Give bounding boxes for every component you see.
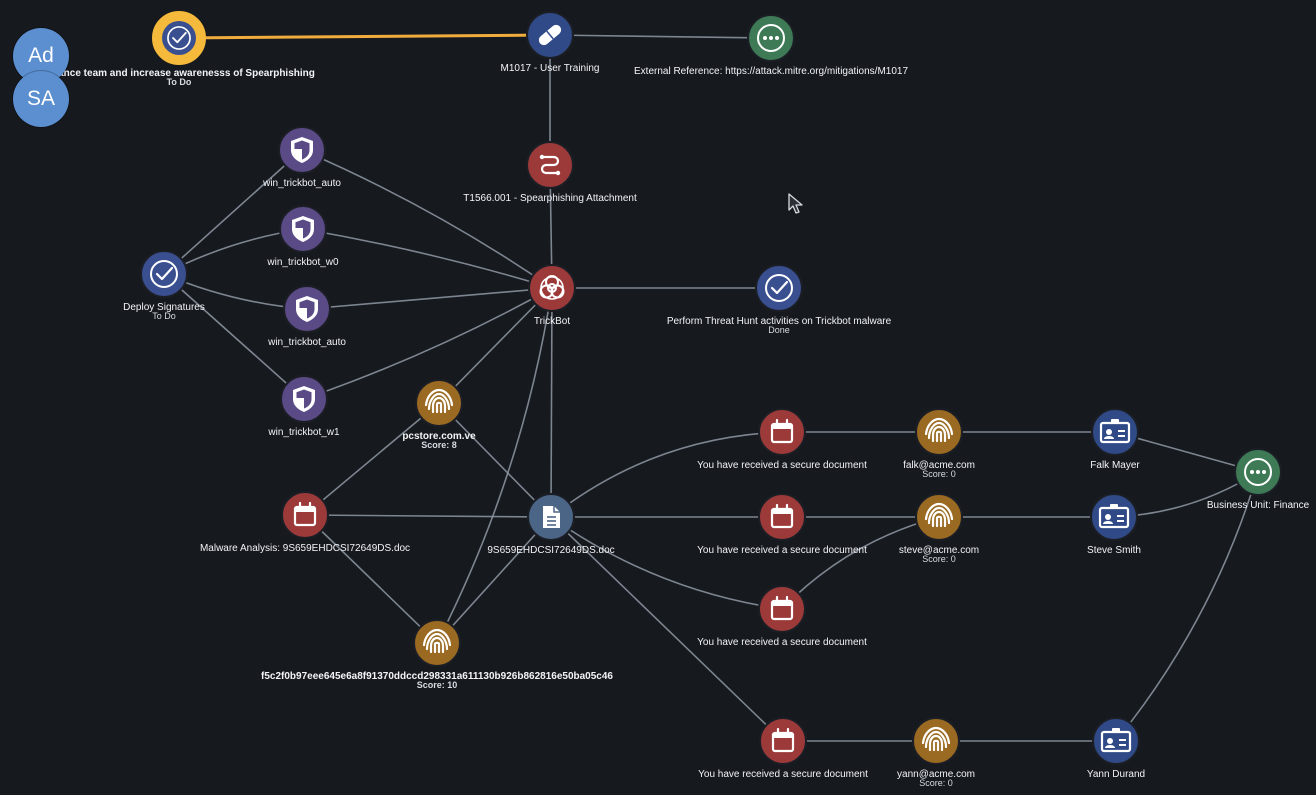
node-malware-analysis[interactable]: Malware Analysis: 9S659EHDCSI72649DS.doc [200,491,410,554]
graph-nodes: Finance team and increase awarenesss of … [43,11,1310,788]
node-circle[interactable] [281,491,329,539]
avatar-sa[interactable]: SA [13,71,69,127]
node-steve[interactable]: Steve Smith [1087,493,1141,556]
node-label: win_trickbot_w1 [267,427,340,438]
node-label: External Reference: https://attack.mitre… [634,66,908,77]
edge-sig2-to-trickbot [302,228,553,289]
edge-email3-to-steve_email [781,516,940,610]
node-sig2[interactable]: win_trickbot_w0 [266,205,339,268]
edge-sig4-to-trickbot [303,287,553,400]
node-sublabel: Done [768,325,790,335]
node-label: pcstore.com.ve [402,431,476,442]
node-falk[interactable]: Falk Mayer [1090,408,1140,471]
node-sig4[interactable]: win_trickbot_w1 [267,375,340,438]
edge-sig3-to-trickbot [306,287,553,310]
node-label: You have received a secure document [697,460,867,471]
node-label: Finance team and increase awarenesss of … [43,68,315,79]
node-circle[interactable] [758,585,806,633]
node-label: win_trickbot_w0 [266,257,339,268]
node-label: T1566.001 - Spearphishing Attachment [463,193,637,204]
edge-sig1-to-trickbot [301,149,553,289]
node-sublabel: Score: 0 [919,778,953,788]
edge-pcstore-to-malware_analysis [304,402,440,516]
node-label: Steve Smith [1087,545,1141,556]
node-label: M1017 - User Training [501,63,600,74]
node-m1017[interactable]: M1017 - User Training [501,11,600,74]
route-icon [538,153,562,177]
node-label: falk@acme.com [903,460,975,471]
node-label: Malware Analysis: 9S659EHDCSI72649DS.doc [200,543,410,554]
edge-doc-to-email4 [550,516,784,742]
node-sublabel: Score: 8 [421,440,457,450]
node-label: You have received a secure document [697,637,867,648]
node-label: Perform Threat Hunt activities on Trickb… [667,316,892,327]
edge-trickbot-to-pcstore [438,287,553,404]
node-circle[interactable] [1090,493,1138,541]
node-label: win_trickbot_auto [267,337,346,348]
node-label: Yann Durand [1087,769,1145,780]
edge-doc-to-email1 [550,431,783,518]
node-sublabel: To Do [152,311,176,321]
node-label: You have received a secure document [698,769,868,780]
node-label: win_trickbot_auto [262,178,341,189]
node-email1[interactable]: You have received a secure document [697,408,867,471]
edge-malware_analysis-to-doc [304,514,552,518]
node-sublabel: Score: 0 [922,469,956,479]
node-inner-circle [162,21,196,55]
node-sublabel: Score: 0 [922,554,956,564]
node-task-finance[interactable]: Finance team and increase awarenesss of … [43,11,315,87]
node-email2[interactable]: You have received a secure document [697,493,867,556]
node-circle[interactable] [1092,717,1140,765]
edge-hash-to-doc [436,516,552,644]
edge-task_finance-to-m1017 [178,33,551,40]
edge-doc-to-email3 [550,516,783,610]
node-trickbot[interactable]: TrickBot [528,264,576,327]
node-sublabel: To Do [167,77,192,87]
node-email4[interactable]: You have received a secure document [698,717,868,780]
node-label: yann@acme.com [897,769,975,780]
node-label: Falk Mayer [1090,460,1140,471]
node-label: 9S659EHDCSI72649DS.doc [487,545,614,556]
node-label: You have received a secure document [697,545,867,556]
edge-yann-to-bu_finance [1115,471,1259,742]
node-label: Business Unit: Finance [1207,500,1310,511]
edge-trickbot-to-hash [436,287,553,644]
node-label: f5c2f0b97eee645e6a8f91370ddccd298331a611… [261,671,613,682]
edge-trickbot-to-doc [550,287,553,518]
node-t1566[interactable]: T1566.001 - Spearphishing Attachment [463,141,637,204]
graph-edges [163,33,1259,742]
node-sig1[interactable]: win_trickbot_auto [262,126,341,189]
node-doc[interactable]: 9S659EHDCSI72649DS.doc [487,493,615,556]
node-hash[interactable]: f5c2f0b97eee645e6a8f91370ddccd298331a611… [261,619,613,690]
mouse-cursor-icon [788,193,803,214]
node-sublabel: Score: 10 [417,680,458,690]
avatar-ad[interactable]: Ad [13,28,69,84]
node-label: steve@acme.com [899,545,979,556]
edge-deploy-to-sig1 [163,149,303,275]
edge-malware_analysis-to-hash [304,514,438,644]
node-label: TrickBot [534,316,571,327]
node-bu-finance[interactable]: Business Unit: Finance [1207,448,1310,511]
node-circle[interactable] [758,408,806,456]
node-circle[interactable] [758,493,806,541]
node-label: Deploy Signatures [123,302,205,313]
node-circle[interactable] [1091,408,1139,456]
node-circle[interactable] [759,717,807,765]
edge-m1017-to-ext_ref [549,34,772,39]
node-circle[interactable] [140,250,188,298]
node-circle[interactable] [755,264,803,312]
node-yann[interactable]: Yann Durand [1087,717,1145,780]
node-sig3[interactable]: win_trickbot_auto [267,285,346,348]
node-threat-hunt[interactable]: Perform Threat Hunt activities on Trickb… [667,264,892,335]
node-email3[interactable]: You have received a secure document [697,585,867,648]
node-ext-ref[interactable]: External Reference: https://attack.mitre… [634,14,908,77]
